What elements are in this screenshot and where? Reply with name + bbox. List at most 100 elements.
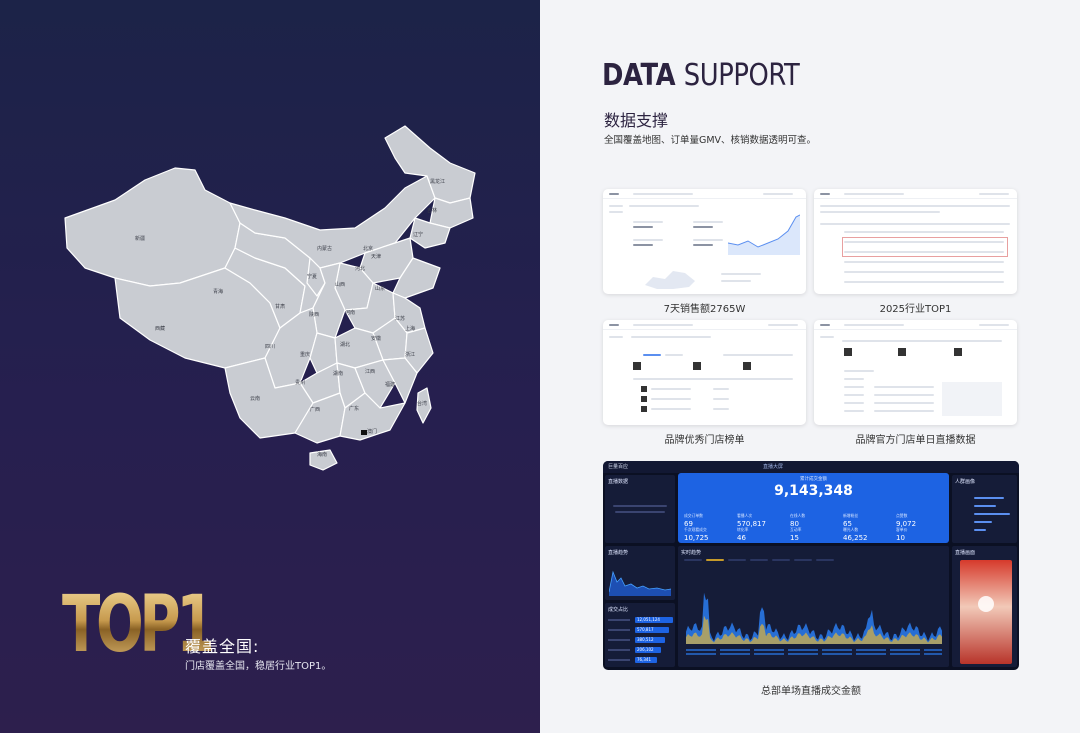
province-label: 湖北 — [340, 341, 350, 348]
share-bar — [635, 627, 669, 633]
share-label — [608, 659, 630, 661]
kpi-cell-label: 客单价 — [896, 527, 908, 532]
province-label: 山东 — [375, 285, 385, 292]
province-label: 贵州 — [295, 379, 305, 386]
kpi-cell-value: 570,817 — [737, 520, 766, 528]
thumb1-area-chart — [728, 214, 800, 255]
share-value: 76,341 — [637, 657, 651, 662]
province-label: 四川 — [265, 344, 275, 350]
province-label: 西藏 — [155, 325, 165, 332]
kpi-label: 累计成交金额 — [800, 477, 827, 482]
share-bar — [635, 647, 661, 653]
province-label: 海南 — [317, 451, 327, 458]
province-label: 河南 — [345, 309, 355, 316]
province-label: 天津 — [371, 253, 381, 260]
kpi-cell-value: 80 — [790, 520, 799, 528]
kpi-cell-value: 46 — [737, 534, 746, 542]
kpi-cell: 看播人次 570,817 — [737, 513, 797, 528]
kpi-cell-value: 69 — [684, 520, 693, 528]
left-panel: 新疆西藏青海甘肃内蒙古黑龙江吉林辽宁河北北京天津山西陕西宁夏山东河南江苏安徽上海… — [0, 0, 540, 733]
share-value: 570,817 — [637, 627, 654, 632]
province-label: 内蒙古 — [317, 245, 332, 252]
section-title: DATA SUPPORT — [602, 58, 800, 93]
share-bar — [635, 617, 673, 623]
title-bold: DATA — [602, 58, 676, 93]
thumbnail-store-live-data[interactable] — [814, 320, 1017, 425]
province-label: 重庆 — [300, 351, 310, 358]
share-value: 380,512 — [637, 637, 654, 642]
region-hainan — [309, 449, 338, 471]
province-label: 江苏 — [395, 315, 405, 322]
filter-chips[interactable] — [684, 558, 864, 563]
province-label: 湖南 — [333, 370, 343, 377]
share-value: 206,102 — [637, 647, 654, 652]
province-label: 福建 — [385, 381, 395, 388]
region-fujian — [382, 357, 418, 404]
province-label: 辽宁 — [413, 231, 423, 238]
share-bar — [635, 657, 657, 663]
province-label: 广西 — [310, 406, 320, 413]
province-label: 吉林 — [427, 207, 437, 214]
region-jiangxi — [354, 359, 396, 409]
kpi-cell-value: 15 — [790, 534, 799, 542]
thumb1-map-mini — [645, 271, 695, 289]
province-label: 新疆 — [135, 235, 145, 242]
province-label: 陕西 — [309, 311, 319, 318]
thumbnail-sales-7day[interactable] — [603, 189, 806, 294]
province-label: 青海 — [213, 288, 223, 295]
kpi-cell: 转化率 46 — [737, 527, 797, 542]
region-xinjiang — [64, 167, 241, 287]
share-value: 12,051,124 — [637, 617, 660, 622]
panel-live-view: 直播画面 — [952, 546, 1017, 667]
dashboard-app-title: 巨量百应 — [608, 464, 629, 470]
mini-trend-chart — [609, 570, 671, 596]
panel-audience: 人群画像 — [952, 475, 1017, 543]
top1-logo: TOP1 — [62, 580, 215, 670]
share-label — [608, 629, 630, 631]
kpi-cell-value: 65 — [843, 520, 852, 528]
play-icon[interactable] — [978, 596, 994, 612]
province-label: 山西 — [335, 281, 345, 288]
macau-marker — [361, 430, 367, 435]
kpi-total: 9,143,348 — [774, 483, 853, 499]
caption-thumb3: 品牌优秀门店榜单 — [664, 435, 745, 446]
kpi-cell-value: 10,725 — [684, 534, 709, 542]
title-thin: SUPPORT — [683, 58, 800, 93]
thumbnail-store-ranking[interactable] — [603, 320, 806, 425]
thumbnail-industry-top1[interactable] — [814, 189, 1017, 294]
china-map: 新疆西藏青海甘肃内蒙古黑龙江吉林辽宁河北北京天津山西陕西宁夏山东河南江苏安徽上海… — [64, 125, 476, 471]
region-guangdong — [339, 392, 406, 441]
section-desc: 全国覆盖地图、订单量GMV、核销数据透明可查。 — [604, 135, 817, 146]
province-label: 云南 — [250, 395, 260, 402]
province-label: 宁夏 — [307, 273, 317, 280]
province-label: 澳门 — [367, 428, 377, 435]
realtime-trend-chart — [686, 592, 942, 655]
province-label: 河北 — [355, 265, 365, 272]
caption-dashboard: 总部单场直播成交金额 — [761, 686, 861, 697]
province-label: 安徽 — [371, 335, 381, 342]
dashboard-header: 巨量百应 直播大屏 — [603, 461, 1019, 473]
kpi-cell-label: 千次观看成交 — [684, 527, 707, 532]
highlight-box — [842, 237, 1008, 257]
share-bar — [635, 637, 665, 643]
province-label: 江西 — [365, 368, 375, 375]
kpi-cell: 千次观看成交 10,725 — [684, 527, 744, 542]
coverage-title: 覆盖全国: — [185, 637, 260, 656]
province-label: 广东 — [349, 405, 359, 412]
caption-thumb2: 2025行业TOP1 — [879, 304, 952, 315]
trend-area-series-2 — [686, 615, 942, 644]
province-label: 甘肃 — [275, 303, 285, 310]
kpi-cell-label: 转化率 — [737, 527, 749, 532]
kpi-cell-label: 看播人次 — [737, 513, 753, 518]
live-video-frame[interactable] — [960, 560, 1012, 664]
share-label — [608, 639, 630, 641]
province-label: 上海 — [405, 325, 415, 332]
